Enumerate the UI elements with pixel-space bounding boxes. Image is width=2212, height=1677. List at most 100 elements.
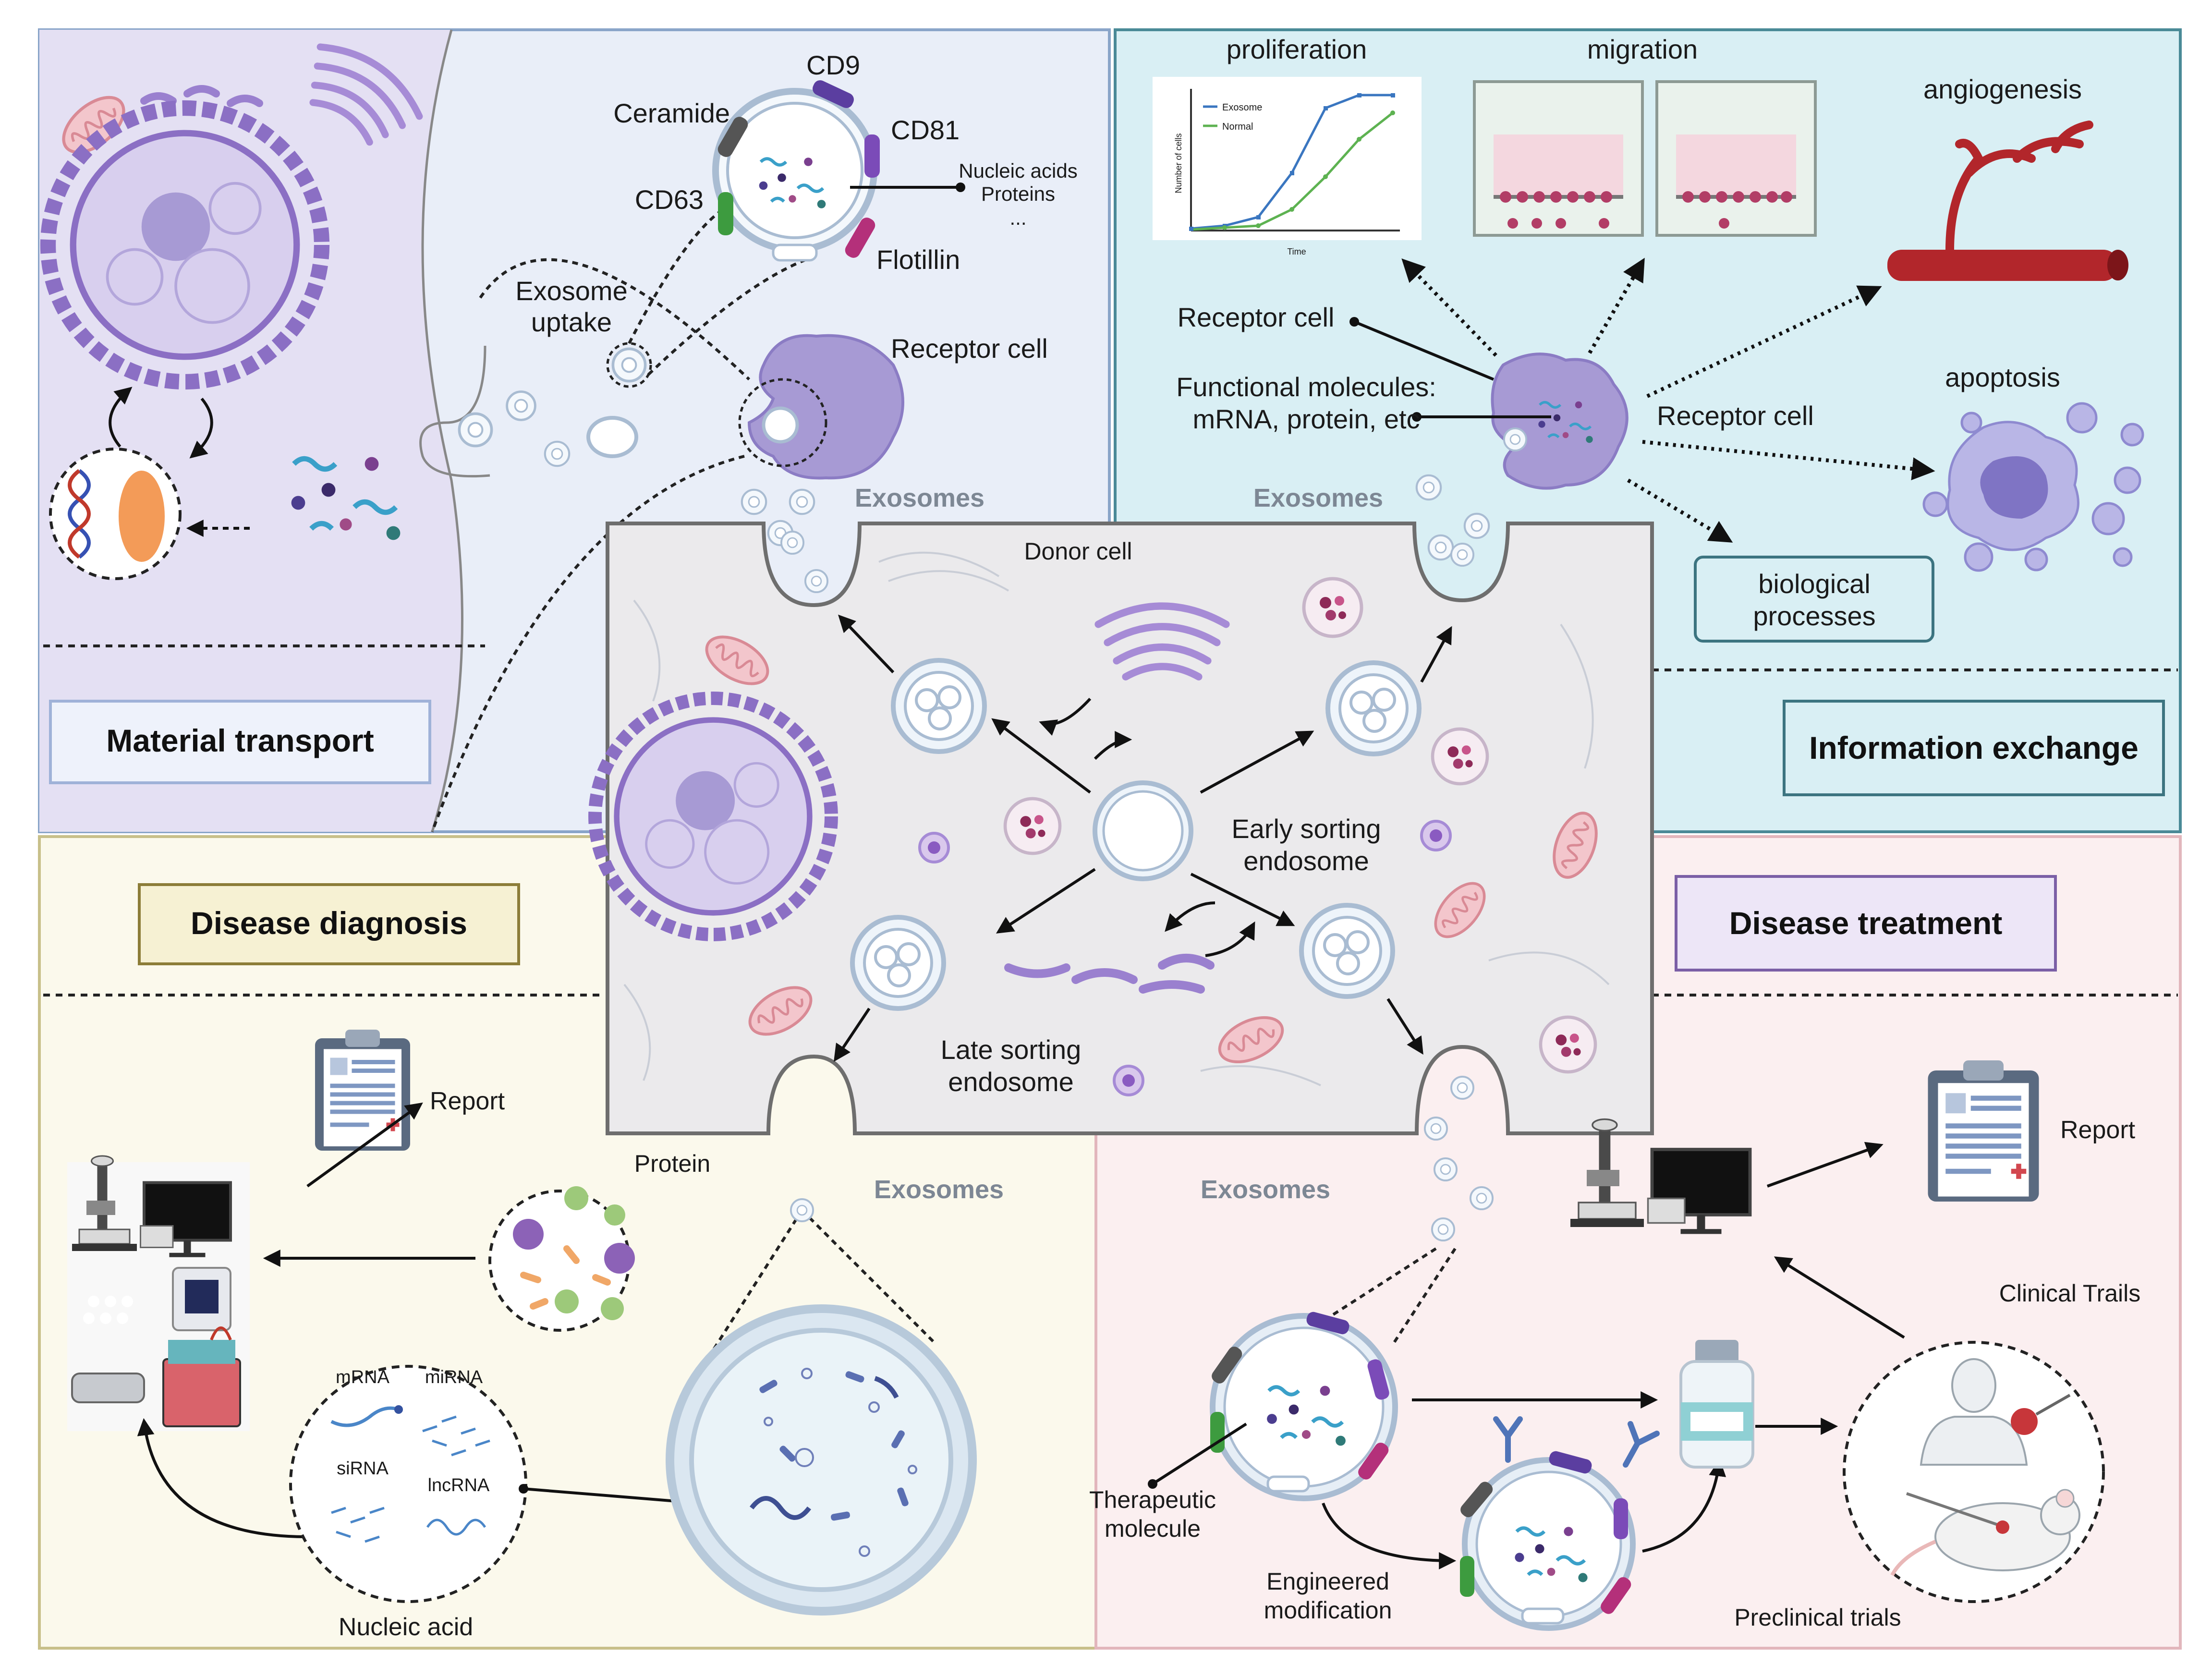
label-mrna: mRNA <box>336 1367 390 1387</box>
engineered-exosome <box>1460 1416 1660 1631</box>
label-biological: biological <box>1758 569 1871 599</box>
label-apoptosis: apoptosis <box>1945 362 2060 392</box>
label-early-sorting-1: Early sorting <box>1231 814 1381 844</box>
migration-transwell-1 <box>1473 80 1644 237</box>
label-receptor-cell: Receptor cell <box>891 333 1048 364</box>
report-clipboard-icon-diagnosis <box>315 1030 410 1151</box>
info-dotted-arrows <box>1401 257 1935 543</box>
donor-er-icon <box>1004 954 1215 994</box>
er-fragments-icon <box>140 85 263 107</box>
disease-diagnosis-title: Disease diagnosis <box>191 905 467 941</box>
dna-icon <box>68 469 91 559</box>
therapeutic-exosome <box>1148 1247 1457 1501</box>
label-late-sorting-2: endosome <box>948 1067 1074 1097</box>
label-flotillin: Flotillin <box>876 244 960 275</box>
well-plate-icon <box>83 1296 133 1324</box>
mvb-2 <box>1328 663 1419 754</box>
label-migration: migration <box>1587 34 1698 64</box>
mini-chart-xlabel: Time <box>1287 247 1306 256</box>
label-protein: Protein <box>634 1150 710 1177</box>
cd81-marker-icon <box>864 134 880 178</box>
label-processes: processes <box>1753 601 1875 631</box>
protein-blob-icon <box>119 471 165 562</box>
early-sorting-endosome <box>1093 780 1193 881</box>
label-exosomes-top-left: Exosomes <box>855 484 984 512</box>
arrow-nucleus-to-protein <box>189 398 213 459</box>
material-transport-title: Material transport <box>106 723 374 758</box>
label-sirna: siRNA <box>337 1458 389 1479</box>
nucleic-acid-inset <box>289 1365 759 1603</box>
antibody-icons <box>1493 1416 1660 1468</box>
flotillin-marker-icon <box>845 218 875 258</box>
label-exosomes-treatment: Exosomes <box>1201 1175 1330 1204</box>
label-lncrna: lncRNA <box>428 1475 490 1495</box>
apoptosis-cell-icon <box>1922 402 2144 572</box>
arrow-er-to-dna <box>109 387 133 448</box>
biological-processes-box: biological processes <box>1694 556 1934 643</box>
report-clipboard-icon-treatment <box>1928 1060 2039 1202</box>
label-proliferation: proliferation <box>1227 34 1367 64</box>
dna-protein-inset <box>49 448 182 580</box>
cell-membrane <box>421 29 463 832</box>
label-early-sorting-2: endosome <box>1243 846 1369 876</box>
label-exosome-uptake-1: Exosome <box>515 276 627 306</box>
label-cargo-proteins: Proteins <box>981 182 1055 205</box>
drug-vial-icon <box>1679 1340 1754 1469</box>
information-exchange-title: Information exchange <box>1809 730 2139 766</box>
cd63-marker-icon <box>718 192 733 235</box>
label-receptor-cell-info: Receptor cell <box>1178 302 1335 332</box>
budding-exosome <box>459 413 491 446</box>
label-angiogenesis: angiogenesis <box>1923 74 2082 104</box>
migration-transwell-2 <box>1655 80 1817 237</box>
ceramide-marker-icon <box>717 117 748 157</box>
label-mirna: miRNA <box>425 1367 483 1387</box>
label-cargo-nucleic-acids: Nucleic acids <box>959 159 1077 182</box>
mvb-1 <box>893 660 984 752</box>
label-clinical-trails: Clinical Trails <box>1999 1280 2141 1307</box>
power-supply-icon <box>71 1373 145 1403</box>
electrophoresis-icon <box>162 1358 241 1427</box>
label-nucleic-acid: Nucleic acid <box>339 1613 473 1641</box>
label-receptor-cell-right: Receptor cell <box>1657 401 1814 431</box>
lysosome-1 <box>1304 579 1361 636</box>
lab-equipment-group <box>67 1156 250 1431</box>
exosome-2 <box>545 442 569 466</box>
label-preclinical-trials: Preclinical trials <box>1734 1604 1901 1631</box>
label-exosomes-diagnosis: Exosomes <box>874 1175 1004 1204</box>
label-report-diagnosis: Report <box>430 1087 505 1115</box>
label-therapeutic-1: Therapeutic <box>1089 1486 1216 1513</box>
information-exchange-title-box: Information exchange <box>1783 700 2165 796</box>
legend-exosome: Exosome <box>1222 102 1262 113</box>
proliferation-mini-chart: Exosome Normal Number of cells Time <box>1153 77 1422 256</box>
material-transport-title-box: Material transport <box>49 700 431 784</box>
label-engineered-2: modification <box>1264 1597 1392 1624</box>
receptor-cell-right <box>1491 352 1629 490</box>
exosome-zoom-view <box>628 80 965 376</box>
donor-arrows <box>834 614 1452 1062</box>
disease-treatment-title: Disease treatment <box>1729 905 2003 941</box>
label-exosome-uptake-2: uptake <box>531 307 612 337</box>
mini-chart-ylabel: Number of cells <box>1174 133 1183 193</box>
label-therapeutic-2: molecule <box>1105 1515 1201 1542</box>
label-donor-cell: Donor cell <box>1024 538 1132 565</box>
label-report-treatment: Report <box>2060 1116 2136 1144</box>
label-functional-molecules-2: mRNA, protein, etc <box>1192 404 1420 434</box>
label-late-sorting-1: Late sorting <box>941 1034 1082 1065</box>
disease-diagnosis-title-box: Disease diagnosis <box>138 883 520 965</box>
legend-normal: Normal <box>1222 122 1253 132</box>
label-cd9: CD9 <box>806 50 860 80</box>
label-cd63: CD63 <box>635 184 704 215</box>
patient-icon <box>1920 1358 2071 1466</box>
large-exosome-diagnosis <box>666 1198 977 1616</box>
lysosome-3 <box>1005 799 1060 853</box>
exosome-3 <box>586 416 638 458</box>
protein-inset <box>488 1186 635 1332</box>
lysosome-4 <box>1541 1017 1595 1072</box>
label-functional-molecules-1: Functional molecules: <box>1176 372 1436 402</box>
label-cargo-etc: ... <box>1009 207 1026 229</box>
receptor-cell-left <box>747 334 904 480</box>
label-cd81: CD81 <box>891 115 960 145</box>
lysosome-2 <box>1433 729 1487 784</box>
cd9-marker-icon <box>813 80 854 108</box>
